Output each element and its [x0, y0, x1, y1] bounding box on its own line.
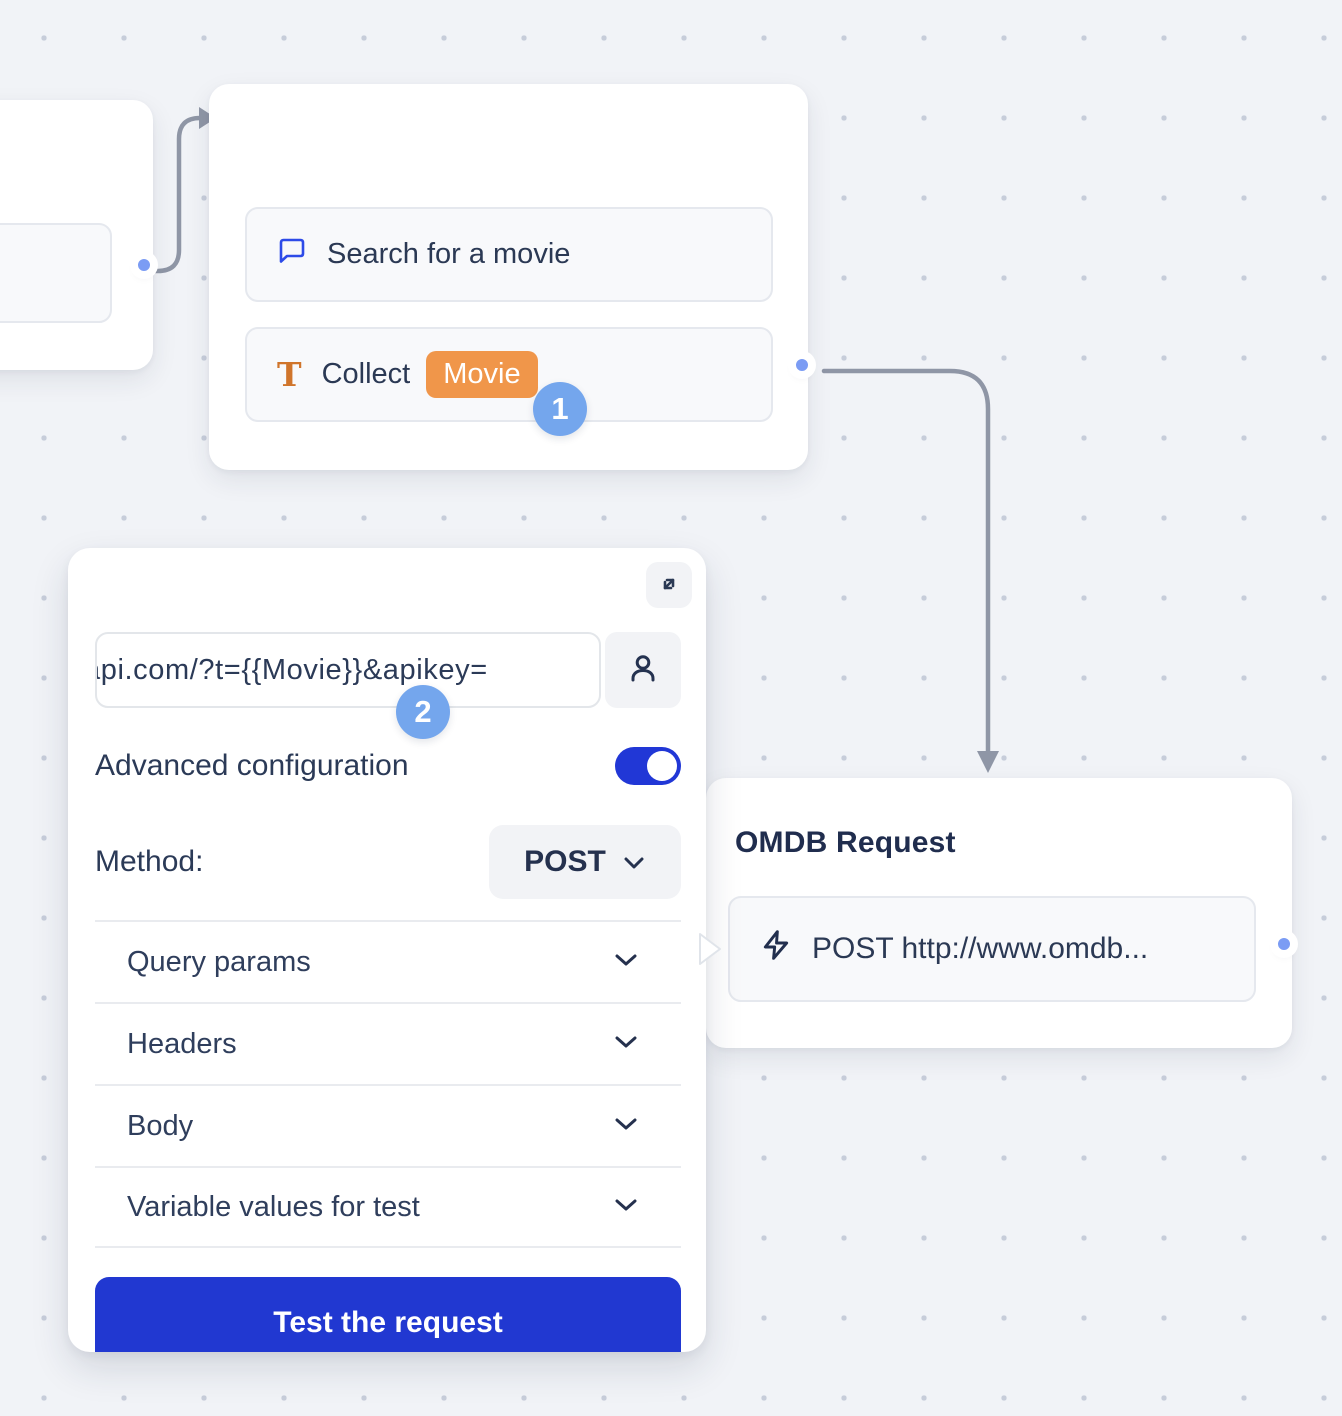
send-message-block[interactable]: Search for a movie: [245, 207, 773, 302]
url-value: api.com/?t={{Movie}}&apikey=: [95, 653, 488, 686]
toggle-knob: [647, 751, 677, 781]
node-title: OMDB Request: [735, 826, 956, 859]
connector-left-to-movie: [149, 115, 204, 274]
webhook-config-panel[interactable]: api.com/?t={{Movie}}&apikey= 2 Advanced …: [68, 548, 706, 1352]
accordion-sections: Query params Headers Body Variable value…: [95, 920, 681, 1248]
chevron-down-icon: [622, 845, 646, 879]
movie-search-output-port[interactable]: [796, 359, 808, 371]
expand-button[interactable]: [646, 562, 692, 608]
step-marker-1: 1: [533, 382, 587, 436]
text-input-icon: T: [277, 355, 302, 394]
url-input[interactable]: api.com/?t={{Movie}}&apikey=: [95, 632, 601, 708]
advanced-configuration-label: Advanced configuration: [95, 749, 409, 782]
method-select[interactable]: POST: [489, 825, 681, 899]
insert-variable-button[interactable]: [605, 632, 681, 708]
expand-icon: [654, 569, 684, 602]
previous-node-card[interactable]: [0, 100, 153, 370]
connector-movie-to-omdb: [821, 368, 991, 755]
block-label: Collect: [321, 358, 411, 390]
section-body[interactable]: Body: [95, 1084, 681, 1166]
method-value: POST: [524, 845, 606, 878]
previous-node-item[interactable]: [0, 223, 112, 323]
connector-left-to-movie-arrowhead: [199, 107, 216, 129]
person-icon: [623, 649, 663, 692]
zap-icon: [760, 929, 792, 969]
chevron-down-icon: [613, 1115, 639, 1138]
method-row: Method: POST: [95, 825, 681, 899]
omdb-request-node-card[interactable]: OMDB Request POST http://www.omdb...: [706, 778, 1292, 1048]
block-label: Search for a movie: [327, 238, 571, 270]
section-headers[interactable]: Headers: [95, 1002, 681, 1084]
previous-node-output-port[interactable]: [138, 259, 150, 271]
section-variable-values[interactable]: Variable values for test: [95, 1166, 681, 1248]
chevron-down-icon: [613, 1196, 639, 1219]
webhook-block[interactable]: POST http://www.omdb...: [728, 896, 1256, 1002]
omdb-output-port[interactable]: [1278, 938, 1290, 950]
block-label: POST http://www.omdb...: [812, 932, 1149, 965]
chat-bubble-icon: [277, 236, 307, 274]
variable-badge[interactable]: Movie: [426, 351, 538, 398]
chevron-down-icon: [613, 951, 639, 974]
collect-input-block[interactable]: T Collect Movie: [245, 327, 773, 422]
chevron-down-icon: [613, 1033, 639, 1056]
method-label: Method:: [95, 845, 204, 878]
advanced-configuration-toggle[interactable]: [615, 747, 681, 785]
omdb-input-notch: [696, 930, 724, 973]
connector-movie-to-omdb-arrowhead: [977, 751, 999, 773]
section-query-params[interactable]: Query params: [95, 920, 681, 1002]
movie-search-node-card[interactable]: Movie search Search for a movie T Collec…: [209, 84, 808, 470]
step-marker-2: 2: [396, 685, 450, 739]
advanced-configuration-row: Advanced configuration: [95, 740, 681, 792]
test-request-button[interactable]: Test the request: [95, 1277, 681, 1352]
